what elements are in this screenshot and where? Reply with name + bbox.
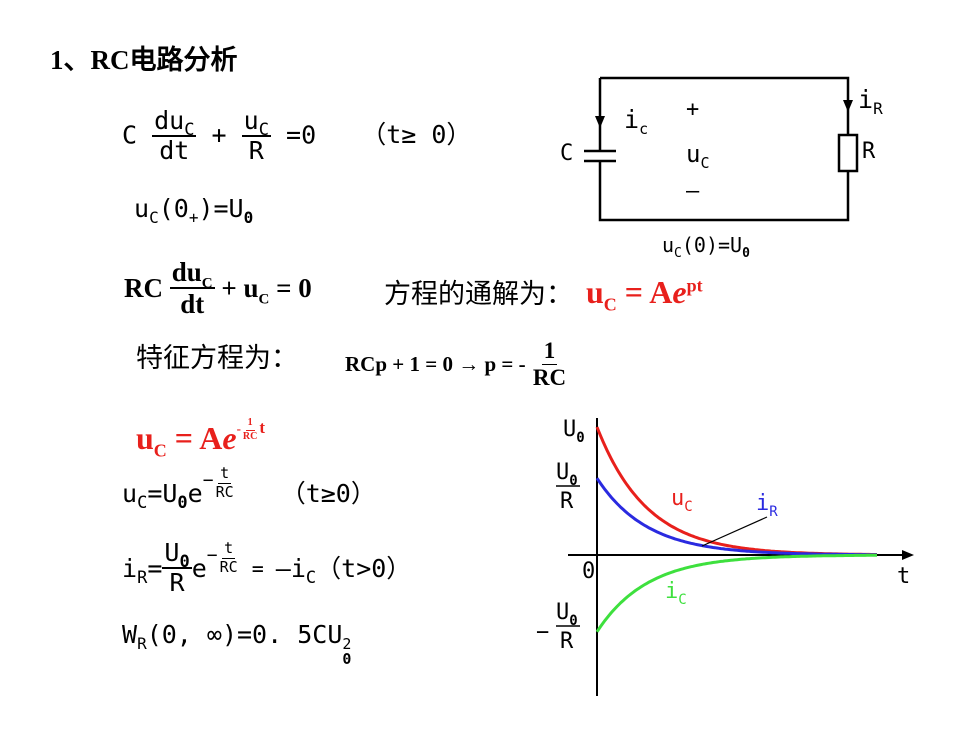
curve-iC (595, 553, 877, 633)
uc-label: uC (686, 140, 709, 172)
capacitor-label: C (560, 141, 573, 166)
top-wire (600, 76, 850, 135)
capacitance-symbol: C (122, 120, 138, 150)
minus-sign: — (686, 179, 700, 204)
response-chart: U0 U0 R − U0 R 0 t uC iR iC (536, 417, 914, 696)
page-title: 1、RC电路分析 (50, 45, 238, 75)
ic-label: ic (624, 105, 648, 138)
characteristic-label: 特征方程为： (136, 343, 298, 373)
y-tick-neg-den: R (560, 629, 574, 654)
general-solution: uC = Aept (586, 274, 703, 315)
current-ir-arrow (843, 100, 853, 112)
y-tick-u0-over-r-num: U0 (556, 460, 578, 489)
circuit-caption: uC(0)=U0 (662, 233, 750, 261)
x-axis-arrow (902, 550, 914, 560)
ir-label-leader (701, 516, 768, 547)
y-tick-neg-minus: − (536, 620, 549, 645)
curve-iR (595, 477, 877, 557)
rc-circuit-diagram: C ic + uC — iR R uC(0)=U0 (560, 76, 883, 261)
general-solution-label: 方程的通解为： (384, 279, 573, 309)
resistor (837, 133, 859, 173)
origin-label: 0 (582, 559, 595, 584)
derivative-fraction-2: duC dt (169, 257, 215, 320)
x-axis-label: t (897, 564, 910, 589)
ir-curve-label: iR (756, 491, 778, 520)
voltage-over-r-fraction: uC R (241, 106, 271, 166)
time-condition-2: （t≥0） (280, 478, 376, 508)
initial-condition: uC(0+)=U0 (134, 194, 254, 227)
y-tick-u0-over-r-den: R (560, 489, 574, 514)
bottom-wire (598, 161, 850, 222)
differential-equation: C duC dt + uC R =0 （t≥ 0） (122, 106, 472, 166)
time-condition: （t≥ 0） (361, 120, 472, 150)
characteristic-equation: RCp + 1 = 0 → p = - 1 RC (345, 338, 567, 391)
plus-sign: + (686, 97, 699, 122)
derivative-fraction: duC dt (152, 106, 197, 166)
curve-uC (595, 426, 877, 556)
ic-curve-label: iC (665, 579, 687, 608)
first-order-equation: RC duC dt + uC = 0 (124, 257, 312, 320)
uc-curve-label: uC (671, 486, 693, 515)
current-ic-arrow (595, 116, 605, 128)
y-tick-u0: U0 (563, 417, 585, 446)
y-tick-neg-num: U0 (556, 600, 578, 629)
ir-label: iR (858, 85, 883, 118)
resistor-label: R (862, 139, 876, 164)
